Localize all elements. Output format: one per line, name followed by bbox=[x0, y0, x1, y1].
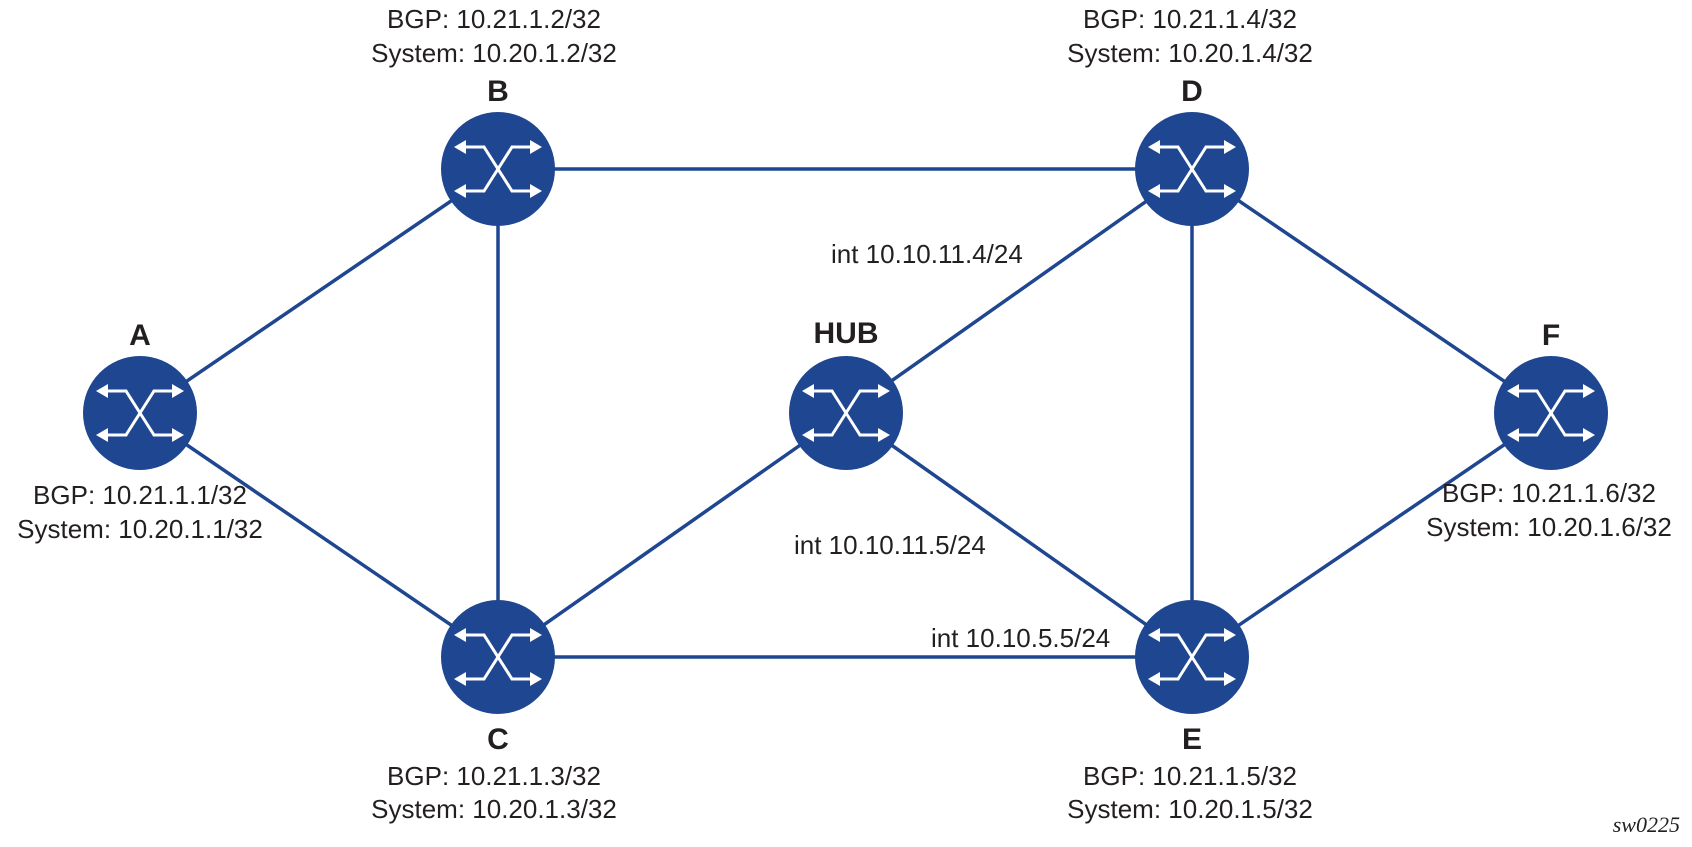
links-layer bbox=[139, 167, 1552, 659]
node-label-f: F bbox=[1542, 319, 1560, 352]
system-address-d: System: 10.20.1.4/32 bbox=[1067, 38, 1313, 68]
router-node-d[interactable] bbox=[1135, 112, 1249, 226]
node-label-a: A bbox=[129, 319, 151, 352]
router-node-hub[interactable] bbox=[789, 356, 903, 470]
system-address-a: System: 10.20.1.1/32 bbox=[17, 514, 263, 544]
system-address-c: System: 10.20.1.3/32 bbox=[371, 794, 617, 824]
link-hub-d bbox=[844, 167, 1194, 415]
nodes-layer bbox=[83, 112, 1608, 714]
router-node-f[interactable] bbox=[1494, 356, 1608, 470]
router-node-a[interactable] bbox=[83, 356, 197, 470]
link-a-b bbox=[139, 167, 499, 415]
node-label-d: D bbox=[1181, 75, 1203, 108]
router-node-c[interactable] bbox=[441, 600, 555, 714]
bgp-address-f: BGP: 10.21.1.6/32 bbox=[1442, 478, 1656, 508]
link-hub-e bbox=[844, 411, 1194, 659]
system-address-b: System: 10.20.1.2/32 bbox=[371, 38, 617, 68]
node-label-b: B bbox=[487, 75, 509, 108]
interface-label-hub-d: int 10.10.11.4/24 bbox=[831, 239, 1023, 269]
bgp-address-b: BGP: 10.21.1.2/32 bbox=[387, 4, 601, 34]
node-label-e: E bbox=[1182, 723, 1202, 756]
link-a-c bbox=[139, 411, 499, 659]
link-e-f bbox=[1191, 411, 1552, 659]
interface-label-c-e: int 10.10.5.5/24 bbox=[931, 623, 1110, 653]
link-d-f bbox=[1191, 167, 1552, 415]
router-node-e[interactable] bbox=[1135, 600, 1249, 714]
system-address-f: System: 10.20.1.6/32 bbox=[1426, 512, 1672, 542]
node-label-hub: HUB bbox=[814, 317, 879, 350]
bgp-address-c: BGP: 10.21.1.3/32 bbox=[387, 761, 601, 791]
router-node-b[interactable] bbox=[441, 112, 555, 226]
bgp-address-a: BGP: 10.21.1.1/32 bbox=[33, 480, 247, 510]
bgp-address-e: BGP: 10.21.1.5/32 bbox=[1083, 761, 1297, 791]
link-c-hub bbox=[496, 411, 848, 659]
figure-id: sw0225 bbox=[1613, 812, 1680, 837]
interface-label-hub-e: int 10.10.11.5/24 bbox=[794, 530, 986, 560]
bgp-address-d: BGP: 10.21.1.4/32 bbox=[1083, 4, 1297, 34]
system-address-e: System: 10.20.1.5/32 bbox=[1067, 794, 1313, 824]
node-label-c: C bbox=[487, 723, 509, 756]
